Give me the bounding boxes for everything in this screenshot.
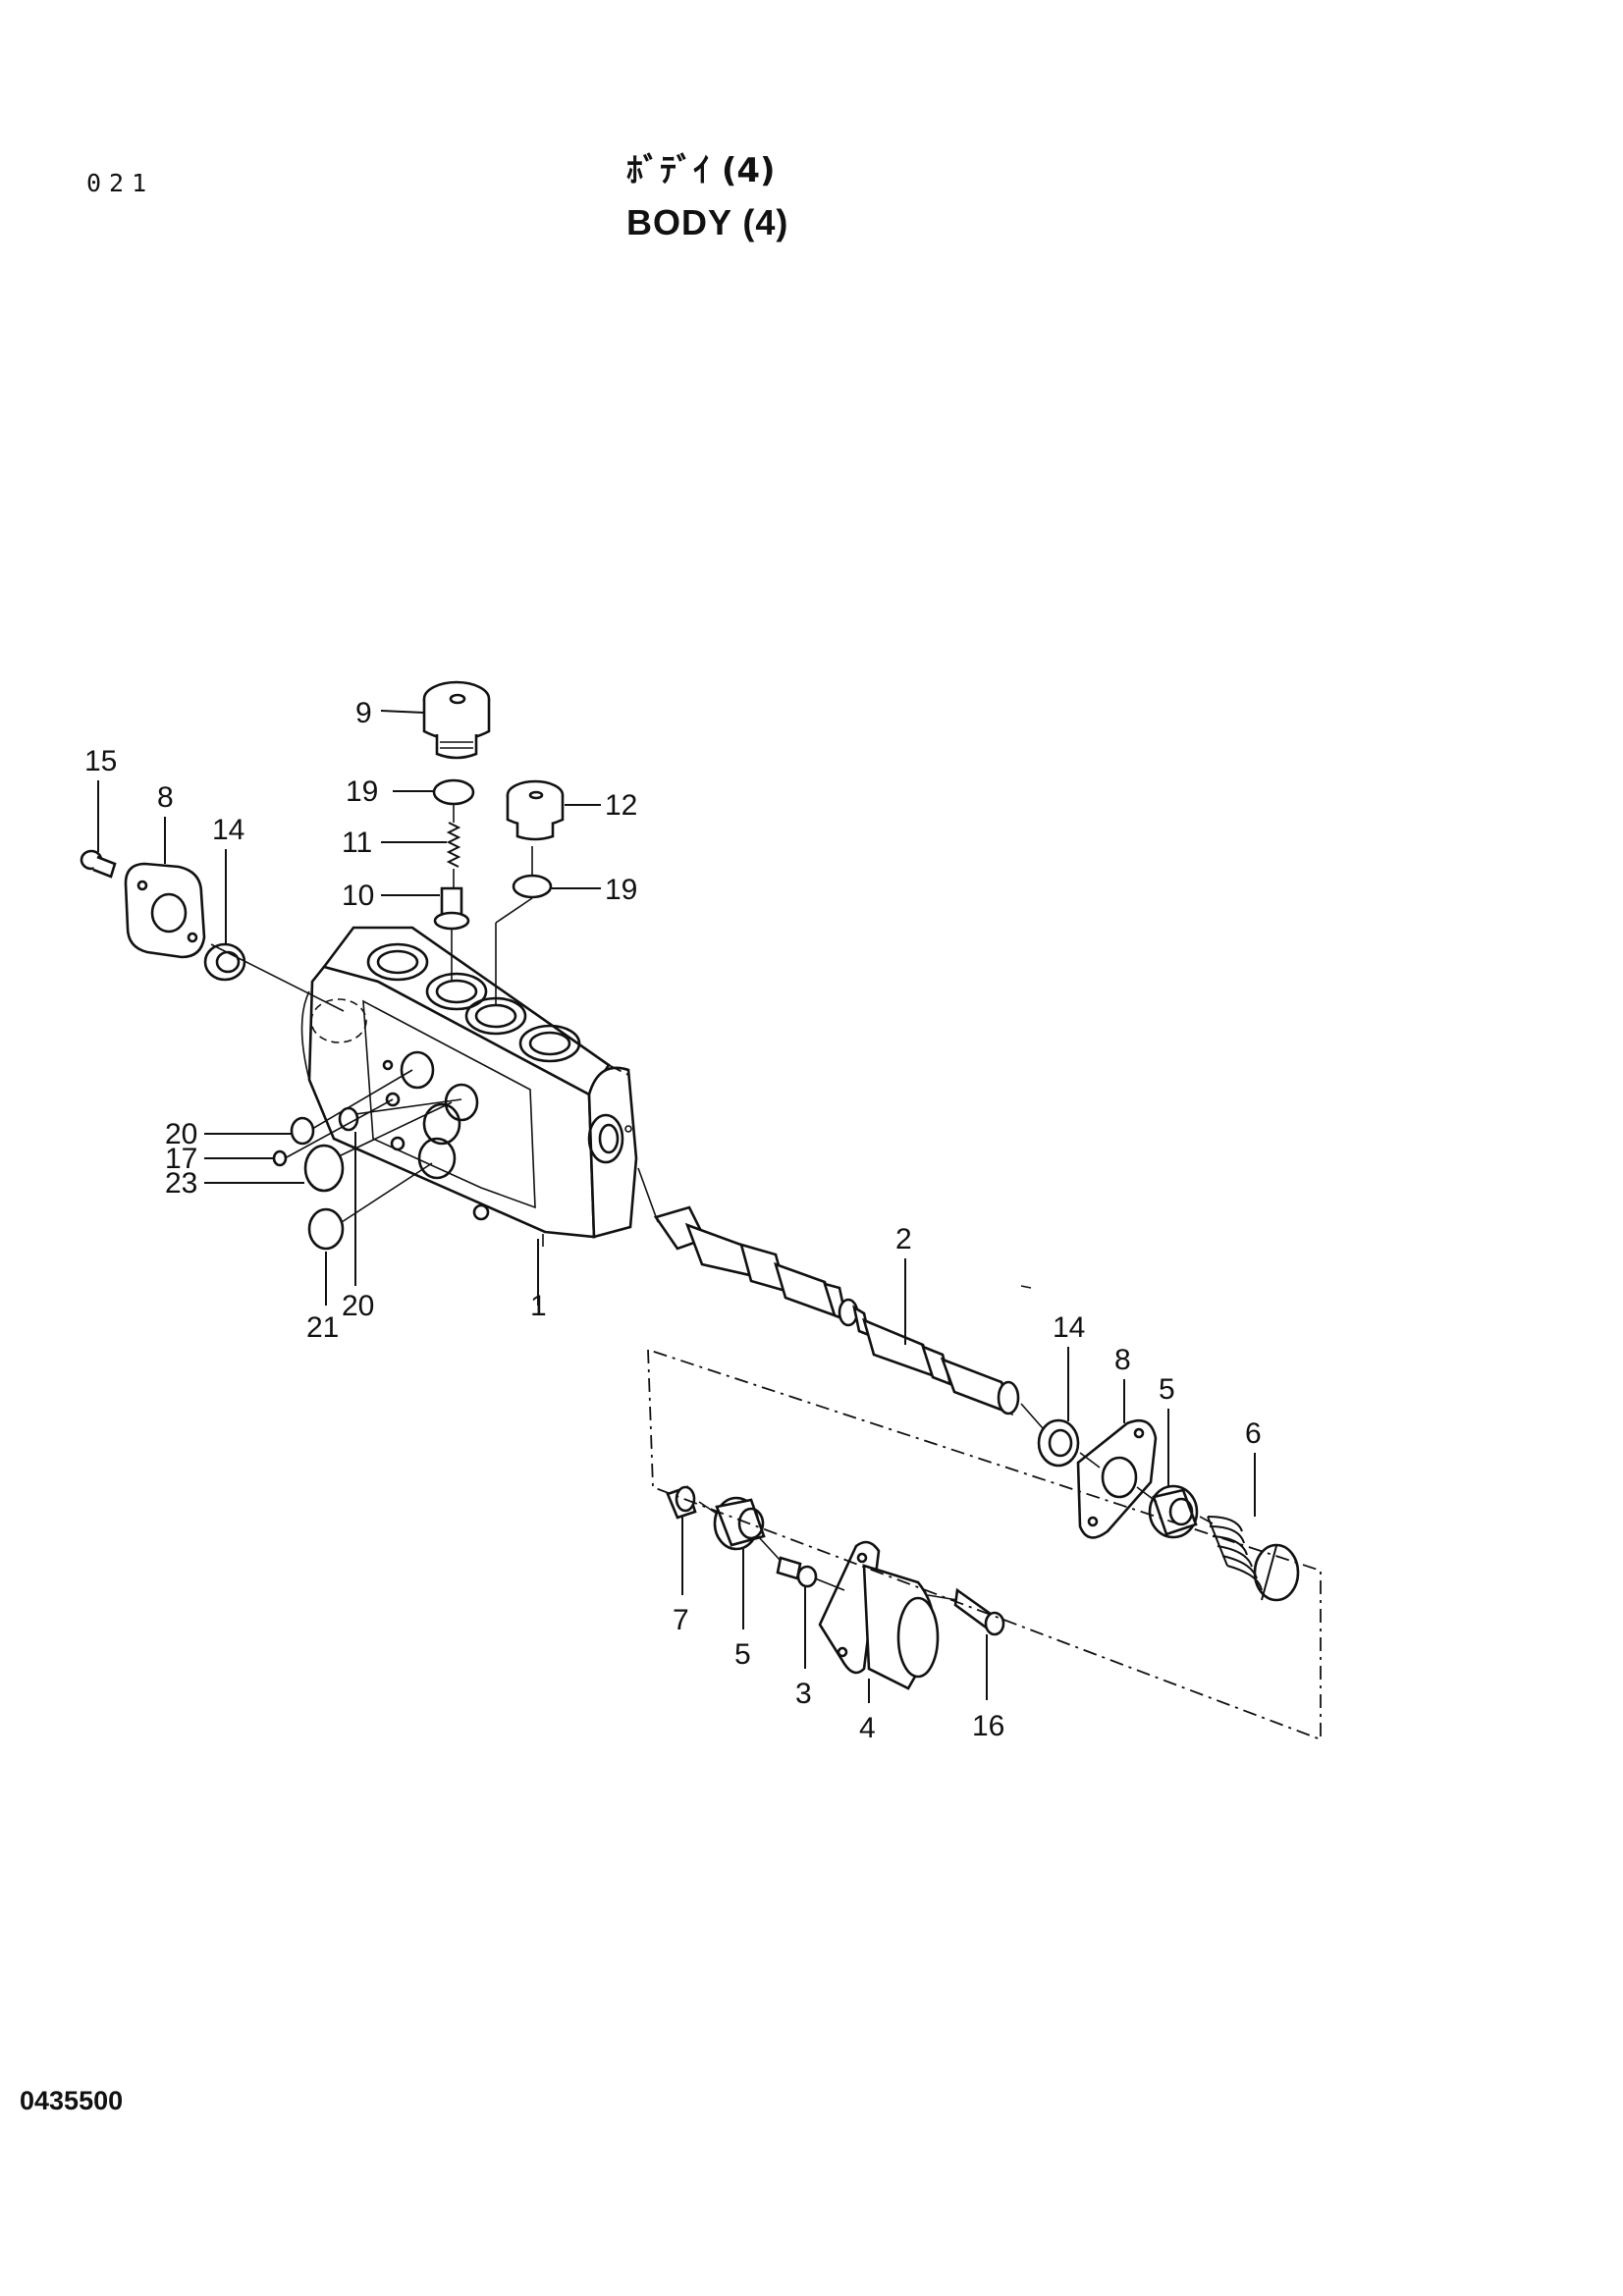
callout-11: 11	[342, 827, 372, 859]
page-number: 021	[86, 169, 155, 197]
callout-14-left: 14	[212, 814, 244, 846]
callout-2: 2	[895, 1223, 912, 1255]
cap-14-left	[203, 942, 246, 982]
callout-19-upper: 19	[346, 775, 378, 808]
bolt-15	[80, 849, 117, 879]
plug-9	[422, 680, 491, 760]
drawing-code: 0435500	[20, 2086, 124, 2115]
callout-3: 3	[795, 1678, 812, 1710]
callout-1: 1	[530, 1290, 547, 1322]
callout-21: 21	[306, 1311, 339, 1344]
callout-4: 4	[859, 1712, 876, 1744]
callout-6: 6	[1245, 1417, 1262, 1450]
callout-17: 17	[165, 1143, 197, 1175]
o-ring-19-lower	[512, 874, 553, 899]
spring-seat-5-right	[1148, 1484, 1199, 1539]
callout-19-lower: 19	[605, 874, 637, 906]
callout-20-left: 20	[165, 1118, 197, 1150]
title-english: BODY (4)	[626, 202, 789, 242]
cap-4	[818, 1540, 940, 1690]
spring-seat-5-lower	[713, 1496, 766, 1551]
callout-20-bottom: 20	[342, 1290, 374, 1322]
flange-8-right	[1076, 1418, 1158, 1539]
spool-2	[653, 1205, 1020, 1416]
bolt-3	[776, 1556, 818, 1588]
callout-14-right: 14	[1053, 1311, 1085, 1344]
callout-10: 10	[342, 880, 374, 912]
callout-9: 9	[355, 697, 372, 729]
o-ring-19-upper	[432, 778, 475, 806]
o-ring-21	[307, 1207, 345, 1251]
o-ring-20-left	[290, 1116, 315, 1146]
spring-6	[1207, 1516, 1300, 1602]
plug-12	[506, 779, 565, 841]
bolt-16	[953, 1587, 1005, 1636]
callout-8-left: 8	[157, 781, 174, 814]
plug-7	[666, 1485, 697, 1520]
callout-5-lower: 5	[734, 1638, 751, 1671]
callout-8-right: 8	[1114, 1344, 1131, 1376]
o-ring-23	[303, 1144, 345, 1193]
spring-11	[446, 822, 461, 868]
callout-23: 23	[165, 1167, 197, 1200]
callout-12: 12	[605, 789, 637, 822]
callout-5-right: 5	[1159, 1373, 1175, 1406]
callout-7: 7	[673, 1604, 689, 1636]
piston-10	[433, 886, 470, 931]
o-ring-17	[272, 1149, 288, 1167]
callout-15: 15	[84, 745, 117, 777]
flange-8-left	[124, 862, 206, 959]
valve-body	[300, 926, 638, 1239]
cap-14-right	[1037, 1418, 1080, 1468]
callout-16: 16	[972, 1710, 1004, 1742]
title-japanese: ﾎﾞﾃﾞｲ (4)	[626, 151, 776, 190]
